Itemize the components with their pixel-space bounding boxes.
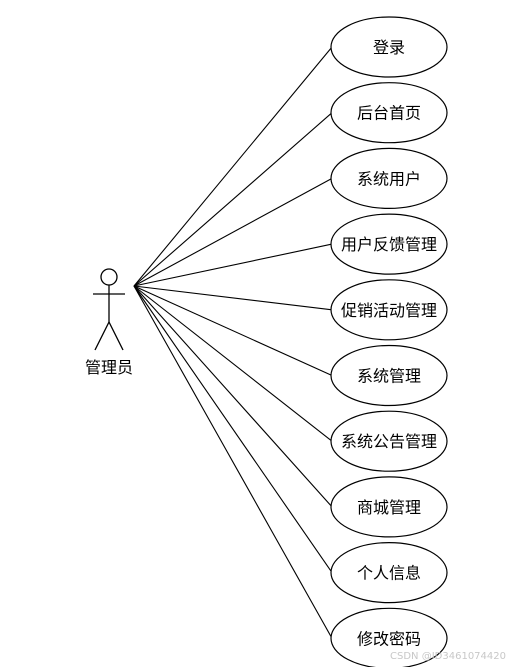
use-case: 系统公告管理 bbox=[330, 410, 448, 472]
use-case-ellipse bbox=[330, 82, 448, 144]
association-lines bbox=[133, 46, 333, 639]
use-case-label: 系统用户 bbox=[357, 169, 421, 188]
use-case-label: 修改密码 bbox=[357, 629, 421, 648]
association-line bbox=[133, 285, 333, 508]
association-line bbox=[133, 46, 333, 287]
use-case-label: 后台首页 bbox=[357, 104, 421, 123]
use-case: 商城管理 bbox=[330, 476, 448, 538]
use-case-ellipse bbox=[330, 344, 448, 407]
association-line bbox=[133, 285, 333, 639]
use-case: 后台首页 bbox=[330, 82, 448, 144]
actor-left-leg bbox=[94, 321, 110, 351]
use-case: 个人信息 bbox=[330, 541, 448, 604]
use-case-ellipse bbox=[330, 16, 448, 78]
use-cases: 登录后台首页系统用户用户反馈管理促销活动管理系统管理系统公告管理商城管理个人信息… bbox=[330, 16, 448, 667]
use-case-label: 系统管理 bbox=[357, 367, 421, 386]
use-case-ellipse bbox=[330, 607, 448, 667]
use-case-ellipse bbox=[330, 279, 448, 341]
actor-head bbox=[100, 268, 118, 286]
watermark: CSDN @ID3461074420 bbox=[390, 651, 506, 662]
association-line bbox=[133, 243, 333, 287]
use-case: 促销活动管理 bbox=[330, 279, 448, 341]
use-case: 登录 bbox=[330, 16, 448, 78]
use-case-label: 商城管理 bbox=[357, 498, 421, 517]
association-line bbox=[133, 285, 333, 311]
use-case-label: 促销活动管理 bbox=[341, 301, 437, 320]
use-case: 修改密码 bbox=[330, 607, 448, 667]
use-case: 系统用户 bbox=[330, 147, 448, 209]
use-case-ellipse bbox=[330, 541, 448, 604]
actor-right-leg bbox=[108, 321, 124, 351]
use-case-label: 系统公告管理 bbox=[341, 432, 437, 451]
association-line bbox=[133, 285, 333, 442]
use-case-ellipse bbox=[330, 147, 448, 209]
association-line bbox=[133, 285, 333, 573]
use-case-ellipse bbox=[330, 213, 448, 275]
use-case-ellipse bbox=[330, 476, 448, 538]
association-line bbox=[133, 285, 333, 377]
use-case: 系统管理 bbox=[330, 344, 448, 407]
use-case-label: 登录 bbox=[373, 38, 405, 57]
use-case-label: 用户反馈管理 bbox=[341, 235, 437, 254]
use-case: 用户反馈管理 bbox=[330, 213, 448, 275]
use-case-label: 个人信息 bbox=[357, 564, 421, 583]
use-case-ellipse bbox=[330, 410, 448, 472]
actor: 管理员 bbox=[85, 268, 133, 377]
actor-label: 管理员 bbox=[85, 358, 133, 377]
association-line bbox=[133, 112, 333, 287]
association-line bbox=[133, 177, 333, 287]
